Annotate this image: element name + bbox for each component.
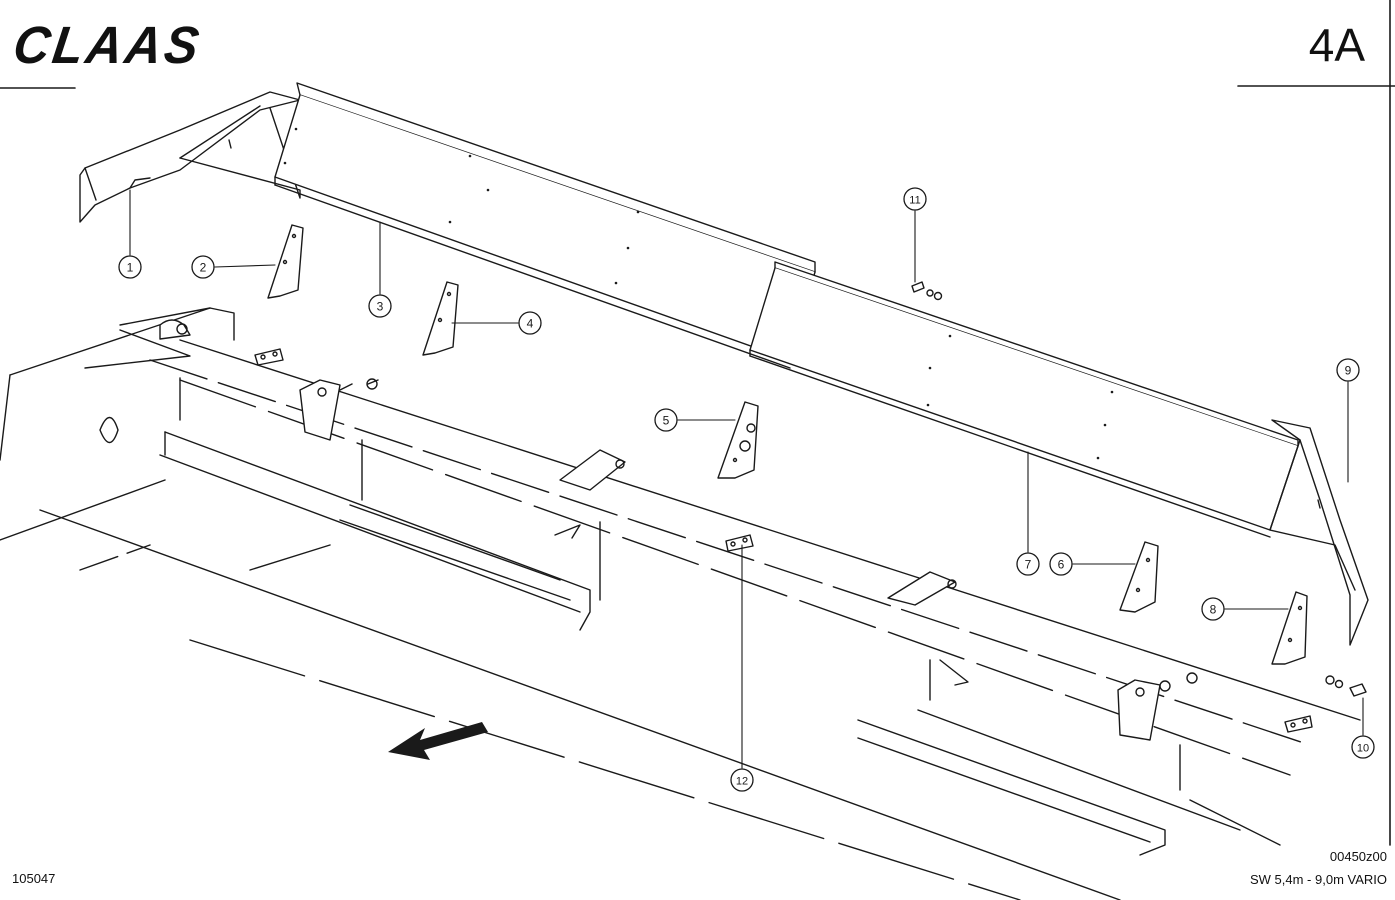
part-9-end-deflector	[1269, 419, 1369, 646]
callout-number: 12	[736, 776, 748, 788]
callout-circle	[1351, 735, 1375, 759]
header-frame	[0, 307, 1361, 900]
callout-11: 11	[903, 187, 927, 211]
callout-circle	[118, 255, 142, 279]
model-label: SW 5,4m - 9,0m VARIO	[1249, 872, 1387, 887]
callout-circle	[1336, 358, 1360, 382]
callout-4: 4	[518, 311, 542, 335]
callout-8: 8	[1201, 597, 1225, 621]
part-1-end-deflector	[79, 91, 301, 223]
part-11-bolt-set	[911, 281, 943, 301]
document-number: 105047	[12, 871, 56, 886]
callout-number: 4	[527, 317, 534, 331]
callout-5: 5	[654, 408, 678, 432]
callout-circle	[1016, 552, 1040, 576]
callout-number: 3	[377, 300, 384, 314]
callout-3: 3	[368, 294, 392, 318]
callout-number: 9	[1345, 364, 1352, 378]
callout-circle	[191, 255, 215, 279]
callout-12: 12	[730, 768, 754, 792]
callout-number: 8	[1210, 603, 1217, 617]
callout-7: 7	[1016, 552, 1040, 576]
drawing-code: 00450z00	[1329, 849, 1387, 864]
callout-number: 1	[127, 261, 134, 275]
callout-circle	[730, 768, 754, 792]
callout-1: 1	[118, 255, 142, 279]
arrow-left-down-icon	[388, 722, 488, 760]
part-5-bracket	[717, 401, 759, 479]
callout-circle	[1049, 552, 1073, 576]
callout-circle	[368, 294, 392, 318]
callout-10: 10	[1351, 735, 1375, 759]
part-8-bracket	[1271, 591, 1308, 665]
part-4-bracket	[422, 281, 459, 356]
callout-number: 6	[1058, 558, 1065, 572]
callout-9: 9	[1336, 358, 1360, 382]
callout-2: 2	[191, 255, 215, 279]
callout-number: 10	[1357, 743, 1369, 755]
callout-number: 5	[663, 414, 670, 428]
part-10-bolt-set	[1325, 675, 1367, 697]
part-6-bracket	[1119, 541, 1159, 613]
callout-circle	[1201, 597, 1225, 621]
callout-6: 6	[1049, 552, 1073, 576]
page-code: 4A	[1308, 19, 1365, 71]
callout-number: 11	[909, 195, 920, 207]
leader-lines	[129, 189, 1364, 769]
callout-circle	[518, 311, 542, 335]
callout-number: 2	[200, 261, 207, 275]
callout-circle	[903, 187, 927, 211]
part-2-bracket	[267, 224, 304, 299]
callout-number: 7	[1025, 558, 1032, 572]
part-7-cover-panel	[749, 261, 1299, 538]
part-3-cover-panel	[274, 82, 816, 369]
callout-circle	[654, 408, 678, 432]
